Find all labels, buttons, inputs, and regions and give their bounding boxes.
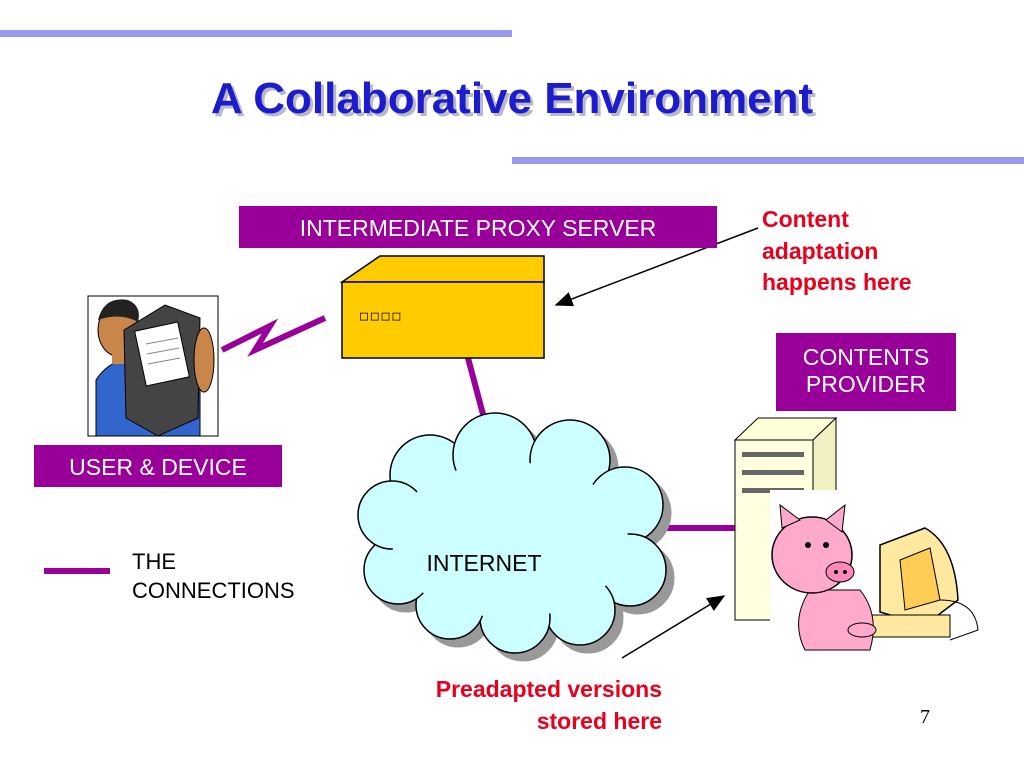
- note-line: happens here: [762, 269, 912, 296]
- arrow-to-proxy: [554, 227, 759, 307]
- proxy-panel-indicators: □□□□: [360, 309, 404, 324]
- right-decorative-rule: [512, 157, 1024, 164]
- preadapted-versions-note: Preadapted versions stored here: [370, 674, 662, 737]
- proxy-server-label: INTERMEDIATE PROXY SERVER: [239, 206, 717, 248]
- proxy-server-icon: [339, 255, 545, 359]
- person-with-device-icon: [87, 295, 219, 437]
- page-number: 7: [920, 706, 930, 728]
- slide-title: A Collaborative Environment: [210, 74, 814, 123]
- note-line: Preadapted versions: [435, 676, 662, 702]
- legend-label: THE CONNECTIONS: [132, 547, 362, 606]
- content-adaptation-note: Content adaptation happens here: [762, 204, 982, 299]
- top-decorative-rule: [0, 30, 512, 37]
- user-device-label: USER & DEVICE: [34, 445, 282, 487]
- note-line: stored here: [536, 707, 662, 734]
- contents-provider-line1: CONTENTS: [802, 344, 930, 370]
- legend-line-1: THE: [132, 549, 176, 574]
- arrow-to-provider: [621, 595, 726, 659]
- legend-connection-swatch: [44, 568, 110, 574]
- contents-provider-line2: PROVIDER: [805, 371, 927, 398]
- lightning-icon: [220, 315, 327, 357]
- contents-provider-label: CONTENTS PROVIDER: [776, 333, 956, 411]
- legend-line-2: CONNECTIONS: [132, 578, 295, 604]
- cloud-icon: [357, 412, 675, 662]
- internet-label: INTERNET: [426, 550, 542, 576]
- note-line: Content: [762, 206, 849, 232]
- pig-at-computer-icon: [770, 490, 1010, 660]
- note-line: adaptation: [762, 237, 879, 264]
